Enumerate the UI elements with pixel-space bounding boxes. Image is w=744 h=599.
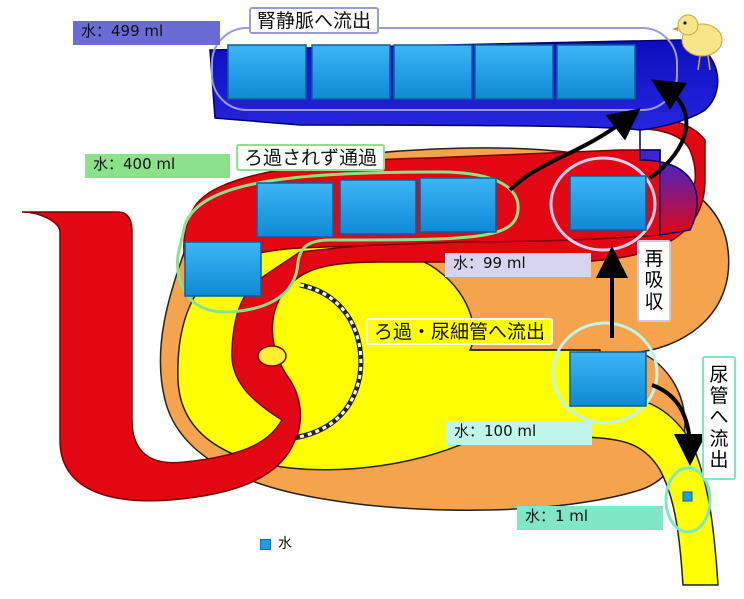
reabsorb-char: 収 <box>644 290 664 313</box>
water-block <box>419 177 497 233</box>
water-block <box>393 44 473 100</box>
renal-vein-label: 腎静脈へ流出 <box>249 7 380 34</box>
reabsorb-label: 再 吸 収 <box>637 240 671 322</box>
ureter-label: 尿 管 へ 流 出 <box>702 356 736 480</box>
reabsorb-char: 再 <box>644 248 664 271</box>
filtered-circle <box>551 321 659 425</box>
water-block <box>556 44 636 100</box>
water-block <box>569 175 647 231</box>
chick-illustration <box>672 14 723 71</box>
flow-arrow-2 <box>648 79 689 180</box>
efferent-opening <box>257 345 287 367</box>
not-filtered-label: ろ過されず通過 <box>236 144 386 171</box>
flow-arrow-1 <box>508 108 641 192</box>
water-block <box>569 351 647 407</box>
ureter-char: 管 <box>709 385 729 408</box>
ureter-char: 出 <box>709 448 729 471</box>
water-block <box>682 491 693 502</box>
ureter-char: 尿 <box>709 363 729 386</box>
reabsorb-char: 吸 <box>644 269 664 292</box>
water-block <box>227 44 307 100</box>
blood-vessel <box>21 117 706 502</box>
water-legend-swatch <box>260 539 271 550</box>
water-block <box>256 182 334 238</box>
filtered-label: ろ過・尿細管へ流出 <box>366 318 554 345</box>
ureter-char: 流 <box>709 427 729 450</box>
water-block <box>184 241 262 297</box>
urine-arrow <box>651 383 706 466</box>
unfiltered-outline <box>176 170 520 314</box>
yellow-tubule <box>177 244 719 586</box>
ureter-char: へ <box>709 406 729 429</box>
water-block <box>311 44 391 100</box>
urine-circle <box>664 466 712 534</box>
urine-water-tag: 水：1 ml <box>517 506 663 530</box>
water-block <box>339 179 417 235</box>
filtered-water-tag: 水：100 ml <box>446 421 592 445</box>
water-block <box>474 44 554 100</box>
not-filtered-water-tag: 水：400 ml <box>85 154 230 178</box>
renal-vein-water-tag: 水：499 ml <box>73 21 220 45</box>
reabsorbed-water-tag: 水：99 ml <box>445 253 591 277</box>
water-legend-label: 水 <box>278 536 292 552</box>
